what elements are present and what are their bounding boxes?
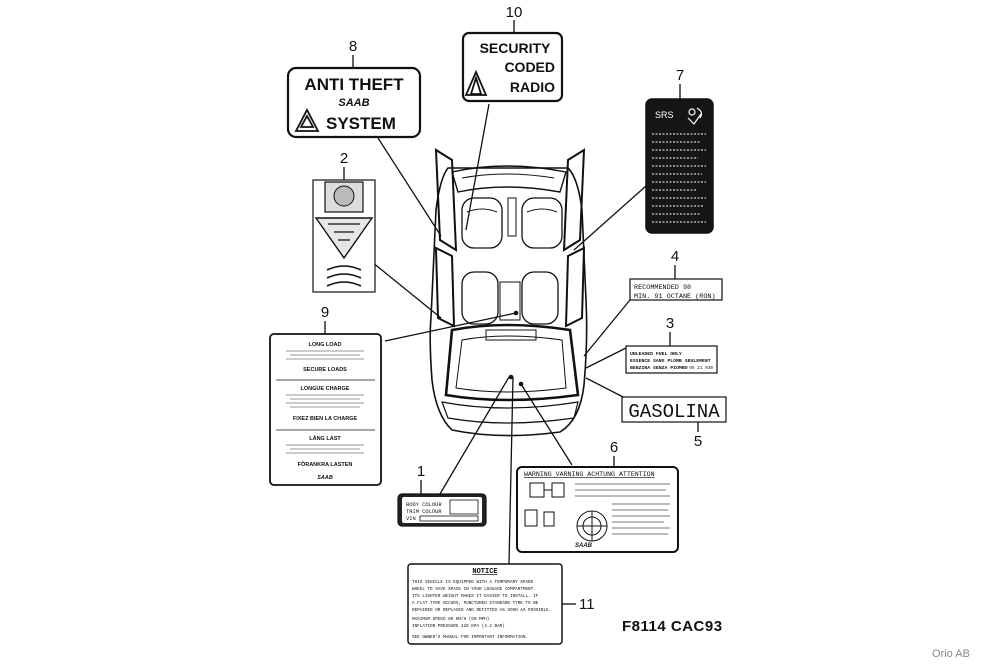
notice-line8: SEE OWNER'S MANUAL FOR IMPORTANT INFORMA… xyxy=(412,635,528,640)
callout-10: 10 xyxy=(506,4,523,21)
notice-line7: INFLATION PRESSURE 420 KPA (4.2 BAR) xyxy=(412,624,505,629)
label-srs: SRS xyxy=(645,98,714,234)
load-s6: FÖRANKRA LASTEN xyxy=(298,461,353,468)
gasolina-text: GASOLINA xyxy=(628,401,720,423)
leader-lines xyxy=(371,103,647,565)
label-octane: RECOMMENDED 98 MIN. 91 OCTANE (RON) xyxy=(629,278,723,301)
label-security-coded-radio: SECURITY CODED RADIO xyxy=(461,31,564,103)
paint-vin: VIN xyxy=(406,516,416,522)
callout-1: 1 xyxy=(417,463,425,480)
label-spare-wheel-warning: WARNING VARNING ACHTUNG ATTENTION SAAB xyxy=(516,466,679,553)
label-anti-theft: ANTI THEFT SAAB SYSTEM xyxy=(286,66,422,139)
notice-line4: A FLAT TYRE OCCURS, PUNCTURED STANDARD T… xyxy=(412,601,539,606)
label-roof-load-pictogram xyxy=(312,179,376,293)
image-credit: Orio AB xyxy=(932,648,970,660)
security-line1: SECURITY xyxy=(480,40,551,56)
wheel-icon xyxy=(576,510,608,542)
unleaded-line3: BENZINA SENZA PIOMBO xyxy=(630,365,688,371)
warning-triangle-icon xyxy=(294,108,320,132)
anti-theft-line2: SYSTEM xyxy=(326,114,396,133)
callout-5: 5 xyxy=(694,433,702,450)
callout-2: 2 xyxy=(340,150,348,167)
octane-line2: MIN. 91 OCTANE (RON) xyxy=(634,293,716,301)
anti-theft-line1: ANTI THEFT xyxy=(304,75,404,94)
notice-title: NOTICE xyxy=(472,568,497,576)
unleaded-code: 95 21 030 xyxy=(689,366,713,371)
warning-header: WARNING VARNING ACHTUNG ATTENTION xyxy=(524,471,655,478)
airbag-icon xyxy=(687,107,703,125)
load-s2: SECURE LOADS xyxy=(303,367,347,373)
srs-title: SRS xyxy=(655,110,674,120)
callout-7: 7 xyxy=(676,67,684,84)
label-notice: NOTICE THIS VEHICLE IS EQUIPPED WITH A T… xyxy=(407,563,563,645)
notice-line2: WHEEL TO SAVE SPACE IN YOUR LUGGAGE COMP… xyxy=(412,587,536,592)
security-line2: CODED xyxy=(504,59,555,75)
notice-line6: MAXIMUM SPEED 80 KM/H (50 MPH) xyxy=(412,617,489,622)
warning-triangle-icon xyxy=(464,69,488,96)
load-s3: LONGUE CHARGE xyxy=(301,386,350,392)
notice-line1: THIS VEHICLE IS EQUIPPED WITH A TEMPORAR… xyxy=(412,580,534,585)
unleaded-line1: UNLEADED FUEL ONLY xyxy=(630,351,682,357)
octane-line1: RECOMMENDED 98 xyxy=(634,284,691,292)
callout-9: 9 xyxy=(321,304,329,321)
callout-8: 8 xyxy=(349,38,357,55)
label-paint-code: BODY COLOUR TRIM COLOUR VIN xyxy=(397,493,487,527)
unleaded-line2: ESSENCE SANS PLOMB SEULEMENT xyxy=(630,358,711,364)
load-s4: FIXEZ BIEN LA CHARGE xyxy=(293,416,358,422)
figure-code: F8114 CAC93 xyxy=(622,618,723,635)
load-brand: SAAB xyxy=(317,475,333,481)
load-s1: LONG LOAD xyxy=(309,342,342,348)
paint-trim: TRIM COLOUR xyxy=(406,509,442,515)
load-s5: LÅNG LAST xyxy=(309,435,341,442)
callout-numbers: 10 8 7 2 4 9 3 5 6 1 11 xyxy=(321,4,702,613)
callout-3: 3 xyxy=(666,315,674,332)
lug-nut-icon xyxy=(524,482,565,527)
notice-line3: ITS LIGHTER WEIGHT MAKES IT EASIER TO IN… xyxy=(412,594,539,599)
security-line3: RADIO xyxy=(510,79,555,95)
car-top-view xyxy=(429,148,588,437)
warning-brand: SAAB xyxy=(575,543,593,549)
callout-6: 6 xyxy=(610,439,618,456)
label-gasolina: GASOLINA xyxy=(621,396,727,423)
anti-theft-brand: SAAB xyxy=(338,97,369,109)
label-load-instructions: LONG LOAD SECURE LOADS LONGUE CHARGE FIX… xyxy=(269,333,382,486)
notice-line5: REPAIRED OR REPLACED AND REFITTED AS SOO… xyxy=(412,608,551,613)
callout-4: 4 xyxy=(671,248,679,265)
callout-11: 11 xyxy=(579,596,595,613)
paint-body: BODY COLOUR xyxy=(406,502,442,508)
label-unleaded: UNLEADED FUEL ONLY ESSENCE SANS PLOMB SE… xyxy=(625,345,718,374)
srs-text-lines xyxy=(652,133,706,223)
